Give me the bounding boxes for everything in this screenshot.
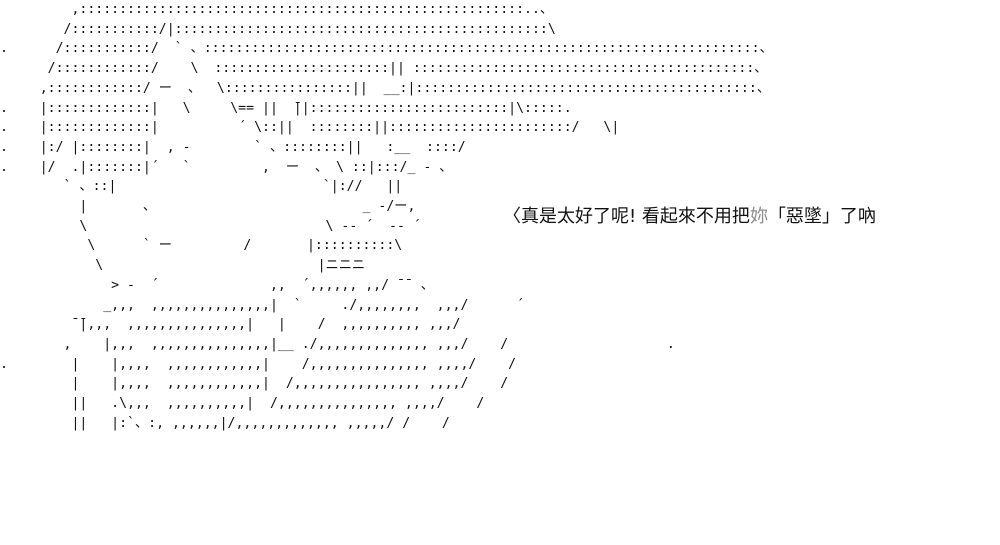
ascii-art-line: \ \ -- ´ -- ´ xyxy=(0,218,421,234)
ascii-art-line: . /:::::::::::/ ` 、:::::::::::::::::::::… xyxy=(0,41,773,57)
ascii-art-character: ,:::::::::::::::::::::::::::::::::::::::… xyxy=(0,2,773,431)
ascii-art-line: . |:::::::::::::| ´ \::|| ::::::::||::::… xyxy=(0,120,620,136)
ascii-art-line: | |,,,, ,,,,,,,,,,,,| /,,,,,,,,,,,,,,,, … xyxy=(0,376,509,392)
dialogue-text-highlight: 妳 xyxy=(749,206,768,227)
ascii-art-line: . |:/ |::::::::| , - ` 、::::::::|| :__ :… xyxy=(0,139,466,155)
ascii-art-line: || |:`、:, ,,,,,,|/,,,,,,,,,,,,, ,,,,,/ /… xyxy=(0,415,450,431)
ascii-art-line: _,,, ,,,,,,,,,,,,,,,| ` ./,,,,,,,, ,,,/ … xyxy=(0,297,525,313)
ascii-art-line: . |/ .|:::::::|´ ` , ー 、 \ ::|:::/_ - 、 xyxy=(0,159,453,175)
ascii-art-line: > - ´ ,, ´,,,,,, ,,/ ̄ ̄ 、 xyxy=(0,277,434,293)
ascii-art-line: . | |,,,, ,,,,,,,,,,,,| /,,,,,,,,,,,,,,,… xyxy=(0,356,517,372)
ascii-art-line: /::::::::::::/ \ ::::::::::::::::::::::|… xyxy=(0,61,768,77)
ascii-art-line: /:::::::::::/|::::::::::::::::::::::::::… xyxy=(0,21,556,37)
ascii-art-line: , |,,, ,,,,,,,,,,,,,,,|__ ./,,,,,,,,,,,,… xyxy=(0,336,675,352)
dialogue-line: 〈真是太好了呢! 看起來不用把妳「惡墜」了吶 xyxy=(503,205,876,229)
dialogue-text-before: 〈真是太好了呢! 看起來不用把 xyxy=(503,206,750,227)
ascii-art-line: ,::::::::::::/ ー 、 \::::::::::::::::|| _… xyxy=(0,80,771,96)
ascii-art-line: \ |ニニニ xyxy=(0,258,366,274)
ascii-art-line: | 、 _ -/ー, xyxy=(0,199,416,215)
ascii-art-line: ̄ ̄|,,, ,,,,,,,,,,,,,,,| | / ,,,,,,,,,, … xyxy=(0,317,461,333)
ascii-art-line: || .\,,, ,,,,,,,,,,| /,,,,,,,,,,,,,,, ,,… xyxy=(0,396,485,412)
ascii-art-line: \ ` ー / |::::::::::\ xyxy=(0,238,403,254)
ascii-art-line: . |:::::::::::::| \ \== || ̄||::::::::::… xyxy=(0,100,572,116)
ascii-art-line: ` 、::| `|:// || xyxy=(0,179,403,195)
dialogue-text-after: 「惡墜」了吶 xyxy=(767,206,876,227)
ascii-art-line: ,:::::::::::::::::::::::::::::::::::::::… xyxy=(0,2,554,17)
